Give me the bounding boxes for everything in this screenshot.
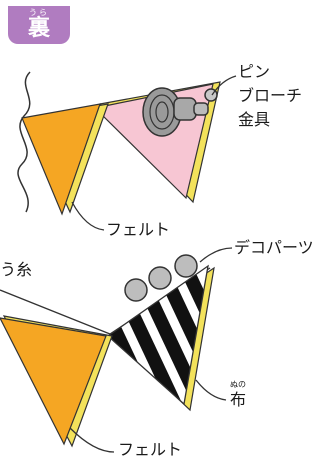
bottom-cloth-pennant [106, 264, 209, 406]
top-felt-leader-line [71, 201, 105, 231]
label-deco-parts: デコパーツ [234, 238, 314, 257]
label-top-felt: フェルト [106, 220, 171, 239]
badge-ruby: うら [29, 8, 49, 17]
bottom-felt-leader-line [69, 427, 115, 453]
label-thread: う糸 [0, 260, 33, 279]
back-side-badge: うら 裏 [8, 6, 70, 44]
cloth-leader-line [195, 379, 227, 401]
pin-leader-line [211, 75, 237, 96]
bottom-felt-pennant [0, 317, 107, 446]
badge-kanji: 裏 [27, 16, 50, 41]
label-cloth: 布 [230, 390, 247, 409]
label-cloth-ruby: ぬの [230, 380, 246, 389]
label-fitting: 金具 [238, 110, 271, 129]
deco-parts-icon [124, 254, 198, 302]
label-brooch: ブローチ [238, 86, 303, 105]
label-bottom-felt: フェルト [118, 440, 183, 459]
deco-leader-line [199, 247, 233, 263]
brooch-pin-icon [142, 87, 218, 137]
top-wavy-thread [17, 71, 31, 213]
top-felt-pennant [21, 103, 101, 216]
label-pin: ピン [238, 62, 271, 81]
